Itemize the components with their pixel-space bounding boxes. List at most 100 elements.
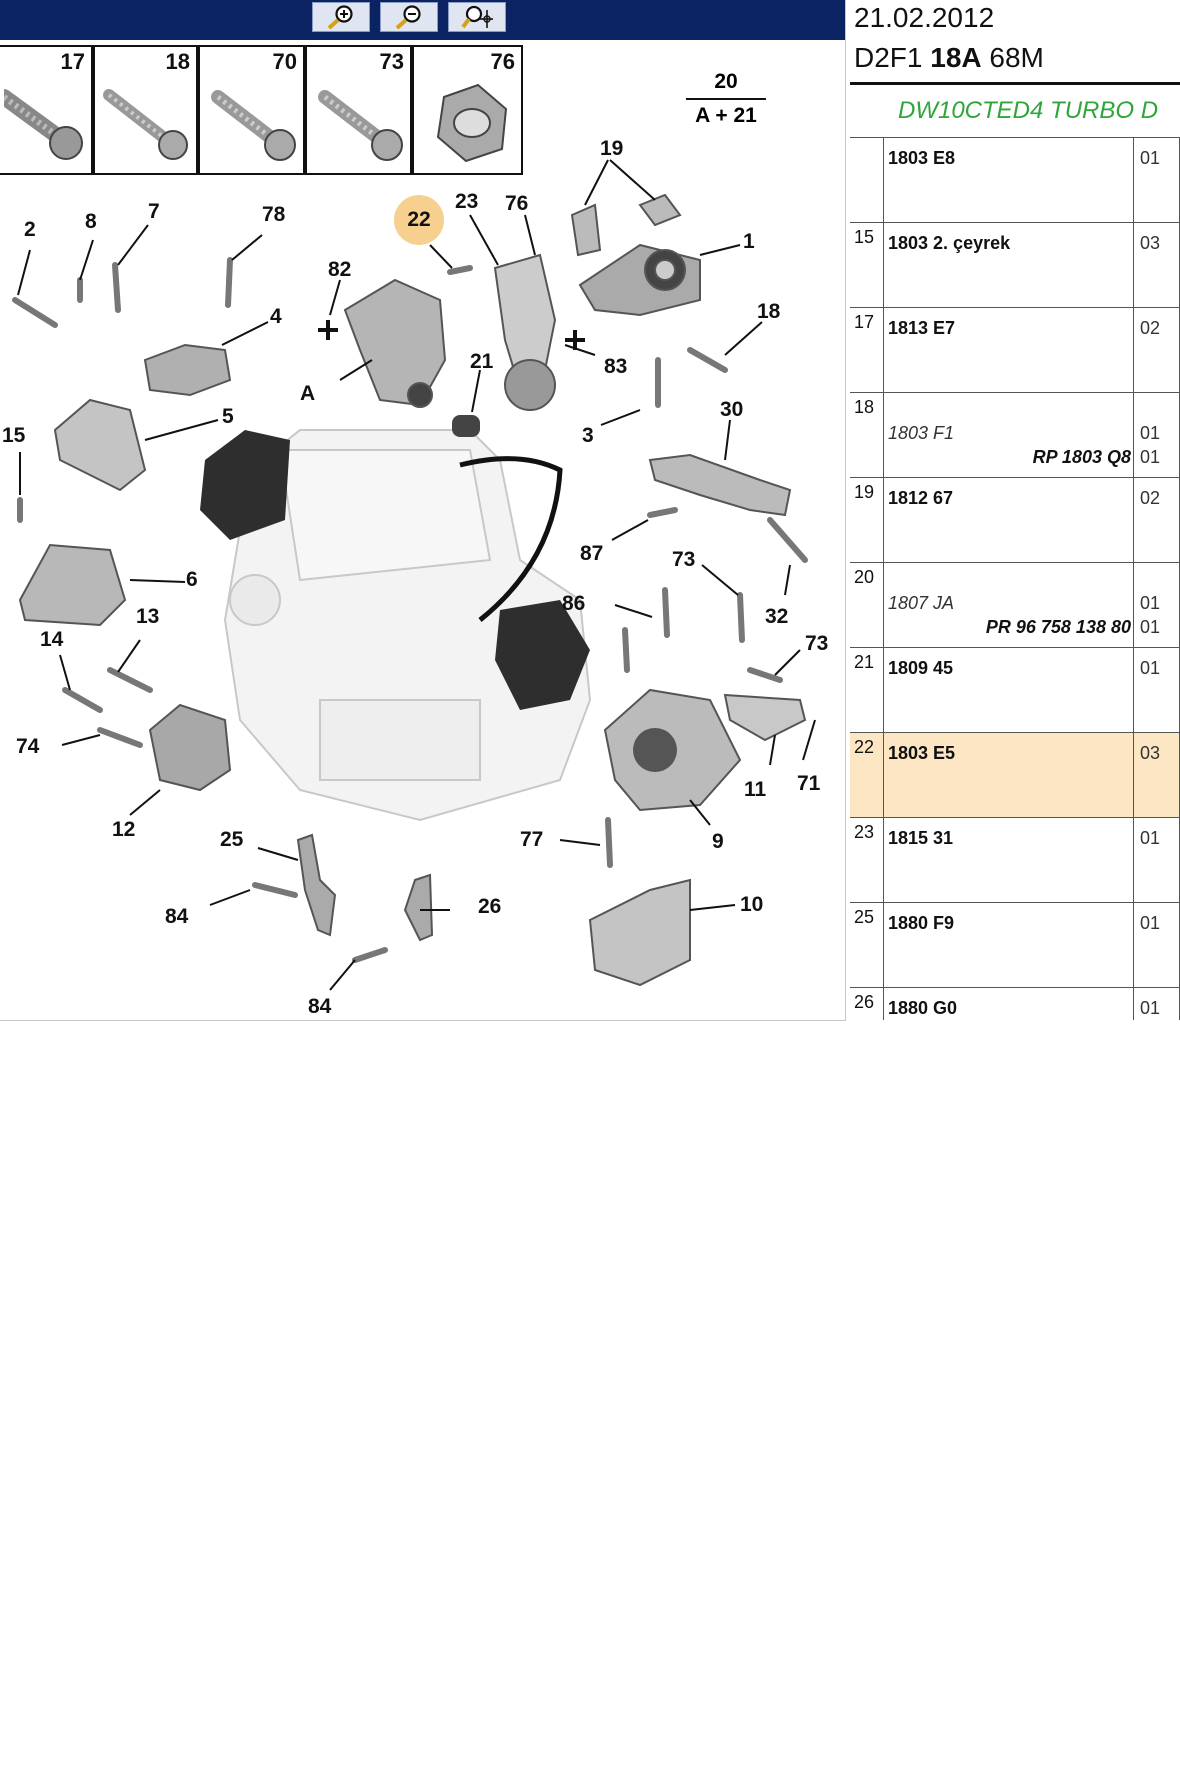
engine-mount-gearbox — [495, 600, 590, 710]
callout[interactable]: 14 — [40, 628, 64, 651]
part-bracket-25 — [296, 833, 337, 937]
part-ref-cell: 17 — [850, 308, 884, 392]
part-number-alt[interactable]: PR 96 758 138 80 — [985, 617, 1131, 637]
callout[interactable]: 73 — [672, 548, 696, 571]
callout[interactable]: 3 — [582, 424, 594, 447]
callout[interactable]: 21 — [470, 350, 494, 373]
callout[interactable]: 71 — [797, 772, 821, 795]
part-number[interactable]: 1809 45 — [888, 658, 954, 678]
part-number[interactable]: 1803 E8 — [888, 148, 956, 168]
part-number[interactable]: 1813 E7 — [888, 318, 956, 338]
part-qty-cell: 01 — [1134, 138, 1180, 222]
part-number[interactable]: 1815 31 — [888, 828, 954, 848]
callout[interactable]: 26 — [478, 895, 502, 918]
callout[interactable]: 73 — [805, 632, 829, 655]
part-qty: 01 — [1140, 658, 1161, 678]
part-row[interactable]: 1803 E8 01 — [850, 138, 1180, 223]
leader-lines — [17, 159, 816, 991]
zoom-out-button[interactable] — [380, 2, 438, 32]
callout[interactable]: 18 — [757, 300, 781, 323]
part-qty: 03 — [1140, 233, 1161, 253]
callout[interactable]: 84 — [165, 905, 189, 928]
callout[interactable]: 9 — [712, 830, 724, 853]
part-qty: 01 — [1140, 593, 1161, 613]
callout[interactable]: 76 — [505, 192, 529, 215]
callout[interactable]: 78 — [262, 203, 286, 226]
pan-button[interactable] — [448, 2, 506, 32]
callout[interactable]: 19 — [600, 137, 624, 160]
part-number[interactable]: 1803 F1 — [888, 423, 955, 443]
part-bracket-12 — [148, 703, 232, 792]
part-ref-cell: 18 — [850, 393, 884, 477]
fastener-cell[interactable]: 76 — [412, 45, 523, 175]
callout[interactable]: 15 — [2, 424, 26, 447]
callout[interactable]: 25 — [220, 828, 244, 851]
callout[interactable]: 84 — [308, 995, 332, 1018]
callout[interactable]: 86 — [562, 592, 586, 615]
fastener-cell[interactable]: 18 — [93, 45, 198, 175]
callout[interactable]: 2 — [24, 218, 36, 241]
callout[interactable]: 77 — [520, 828, 544, 851]
callout[interactable]: 32 — [765, 605, 789, 628]
part-number-cell: 1803 E5 — [884, 733, 1134, 817]
callout[interactable]: 13 — [136, 605, 160, 628]
bolt-icon — [4, 89, 83, 160]
part-ref-cell: 15 — [850, 223, 884, 307]
callout[interactable]: A — [300, 382, 316, 405]
part-number[interactable]: 1803 2. çeyrek — [888, 233, 1011, 253]
part-number[interactable]: 1807 JA — [888, 593, 955, 613]
part-link-4 — [143, 343, 232, 397]
callout[interactable]: 83 — [604, 355, 628, 378]
callout[interactable]: 87 — [580, 542, 604, 565]
fastener-cell[interactable]: 17 — [0, 45, 93, 175]
part-number-cell: 1813 E7 — [884, 308, 1134, 392]
part-bush-21 — [452, 415, 480, 437]
callout[interactable]: 82 — [328, 258, 352, 281]
plus-markers — [318, 320, 585, 350]
part-number[interactable]: 1803 E5 — [888, 743, 956, 763]
part-number-alt[interactable]: RP 1803 Q8 — [1032, 447, 1131, 467]
part-qty: 02 — [1140, 318, 1161, 338]
bolt-icon — [211, 90, 296, 161]
part-number-cell: 1809 45 — [884, 648, 1134, 732]
callout[interactable]: 7 — [148, 200, 160, 223]
callout[interactable]: 4 — [270, 305, 282, 328]
fraction-bottom: A + 21 — [695, 104, 757, 127]
part-number-cell: 1812 67 — [884, 478, 1134, 562]
fastener-number: 73 — [379, 49, 404, 74]
callout[interactable]: 8 — [85, 210, 97, 233]
zoom-in-icon — [327, 5, 353, 30]
callout[interactable]: 1 — [743, 230, 755, 253]
callout[interactable]: 11 — [744, 778, 767, 801]
callout[interactable]: 74 — [16, 735, 40, 758]
callout[interactable]: 23 — [455, 190, 479, 213]
engine-name: DW10CTED4 TURBO D — [898, 97, 1159, 124]
callout[interactable]: 30 — [720, 398, 744, 421]
callout[interactable]: 10 — [740, 893, 764, 916]
catalog-date: 21.02.2012 — [854, 2, 995, 33]
parts-list-panel: 21.02.2012 D2F1 18A 68M DW10CTED4 TURBO … — [846, 0, 1180, 1020]
part-number[interactable]: 1880 G0 — [888, 998, 958, 1018]
callout-selected[interactable]: 22 — [394, 195, 444, 245]
zoom-in-button[interactable] — [312, 2, 370, 32]
part-number[interactable]: 1812 67 — [888, 488, 954, 508]
callout[interactable]: 5 — [222, 405, 234, 428]
callout[interactable]: 6 — [186, 568, 198, 591]
part-number[interactable]: 1880 F9 — [888, 913, 955, 933]
fastener-cell[interactable]: 73 — [305, 45, 412, 175]
fastener-cell[interactable]: 70 — [198, 45, 305, 175]
callout[interactable]: 12 — [112, 818, 136, 841]
